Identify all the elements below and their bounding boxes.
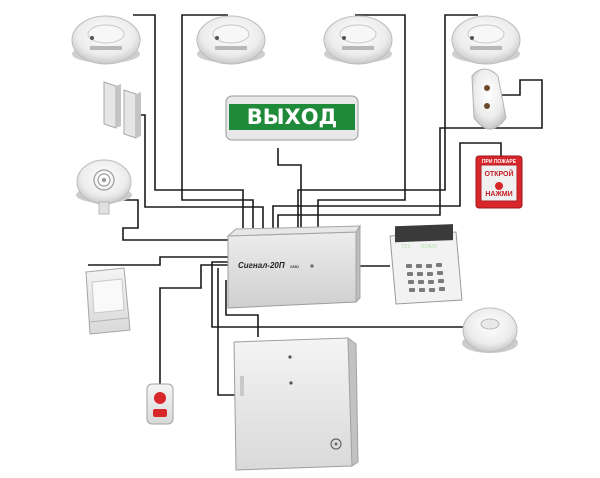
wire [317, 14, 406, 228]
wire [272, 142, 502, 228]
keypad-keys [406, 263, 445, 292]
control-panel: Сигнал-20П SMD [226, 224, 361, 309]
manual-call-point: ПРИ ПОЖАРЕ ОТКРОЙ НАЖМИ [475, 155, 523, 209]
control-panel-led [310, 264, 314, 268]
keypad-display-line1: ТЕС [401, 244, 411, 250]
door-contact [103, 81, 141, 139]
call-point-line3: НАЖМИ [485, 191, 512, 198]
wire [225, 280, 259, 337]
power-supply [233, 336, 359, 471]
siren-icon [76, 159, 132, 215]
call-point-line2: ОТКРОЙ [484, 169, 513, 178]
keypad-display-line2: ПОЖАР [421, 244, 438, 250]
smoke-detector-icon [323, 15, 393, 65]
pir-motion-detector-icon [85, 267, 131, 335]
wire [133, 14, 244, 228]
wire [277, 79, 543, 228]
wire [159, 264, 228, 385]
glass-break-detector-icon [471, 68, 507, 130]
smoke-detector [196, 15, 266, 65]
smoke-detector-icon [196, 15, 266, 65]
door-contact-icon [103, 81, 141, 139]
pir-motion-detector [85, 267, 131, 335]
wire [277, 148, 302, 230]
wire [181, 14, 254, 228]
ceiling-detector [462, 307, 518, 353]
exit-sign: ВЫХОД [225, 95, 359, 141]
wire [211, 261, 463, 328]
wire [217, 268, 235, 396]
ceiling-detector-icon [462, 307, 518, 353]
smoke-detector-icon [71, 15, 141, 65]
keypad: ТЕС ПОЖАР [389, 224, 463, 305]
siren [76, 159, 132, 215]
call-point-line1: ПРИ ПОЖАРЕ [482, 159, 517, 165]
control-panel-suffix: SMD [290, 264, 299, 269]
wire [297, 14, 478, 228]
power-supply-icon [233, 336, 359, 471]
panic-button [146, 383, 174, 425]
call-point-button [495, 182, 503, 190]
exit-sign-label: ВЫХОД [247, 105, 338, 129]
wire [88, 256, 228, 266]
smoke-detector [323, 15, 393, 65]
smoke-detector-icon [451, 15, 521, 65]
panic-button-icon [146, 383, 174, 425]
wire [122, 199, 228, 241]
control-panel-model: Сигнал-20П [238, 261, 285, 270]
smoke-detector [71, 15, 141, 65]
smoke-detector [451, 15, 521, 65]
glass-break-detector [471, 68, 507, 130]
wiring [88, 14, 543, 396]
